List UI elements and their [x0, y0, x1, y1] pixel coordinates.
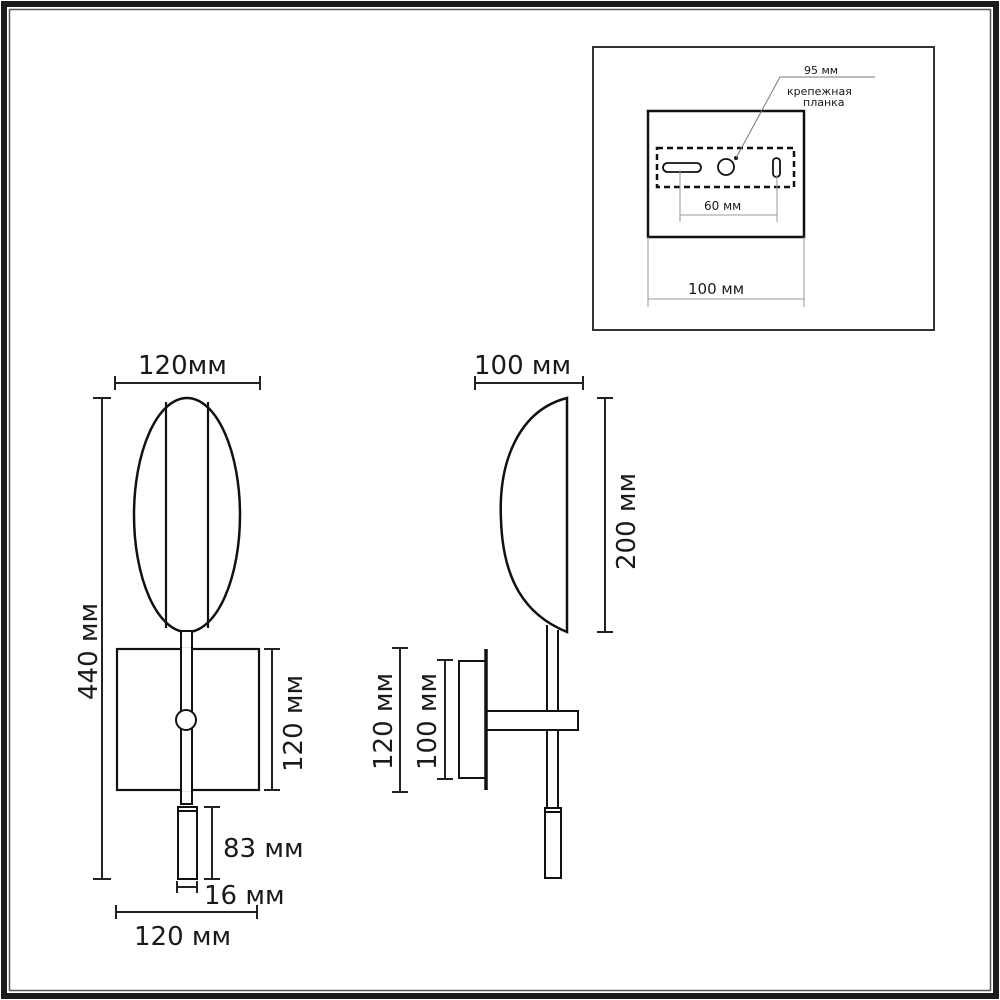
handle: [544, 807, 562, 879]
handle-length-label: 83 мм: [223, 834, 304, 864]
handle: [177, 806, 198, 880]
shade-width-label: 120мм: [138, 351, 227, 381]
inset-border: [592, 46, 935, 331]
mounting-plate-inset: 95 мм крепежная планка 60 мм 100 мм: [592, 46, 935, 331]
shade-height-label: 200 мм: [612, 473, 642, 570]
arm-mask: [548, 712, 557, 729]
leader-line: [735, 76, 875, 159]
front-view: 120мм 440 мм 120 мм 83 мм: [74, 351, 309, 952]
side-view: 100 мм 200 мм 120 мм 100 мм: [369, 351, 642, 879]
diameter-label: 95 мм: [804, 64, 838, 77]
base-width-label: 120 мм: [134, 922, 231, 952]
plate-width-label: 100 мм: [688, 280, 744, 298]
shade-depth-label: 100 мм: [474, 351, 571, 381]
canopy-outline: [646, 109, 806, 239]
wall-arm: [485, 710, 579, 731]
plate-caption-line1: крепежная: [787, 85, 852, 98]
plate-caption-line2: планка: [803, 96, 845, 109]
total-height-label: 440 мм: [74, 603, 104, 700]
handle-diameter-label: 16 мм: [204, 881, 285, 911]
center-hole: [717, 158, 735, 176]
shade-profile: [499, 396, 569, 634]
inner-frame: [8, 8, 992, 992]
base-height-label: 120 мм: [279, 675, 309, 772]
shade-outline: [132, 396, 242, 634]
slot-hole-horizontal: [662, 162, 702, 173]
slot-hole-vertical: [772, 157, 781, 178]
base-height-outer-label: 120 мм: [369, 673, 399, 770]
joint-knob: [175, 709, 197, 731]
hole-spacing-label: 60 мм: [704, 199, 741, 213]
canopy-side: [458, 660, 487, 779]
base-height-inner-label: 100 мм: [413, 673, 443, 770]
mounting-plate-outline: [655, 146, 796, 189]
